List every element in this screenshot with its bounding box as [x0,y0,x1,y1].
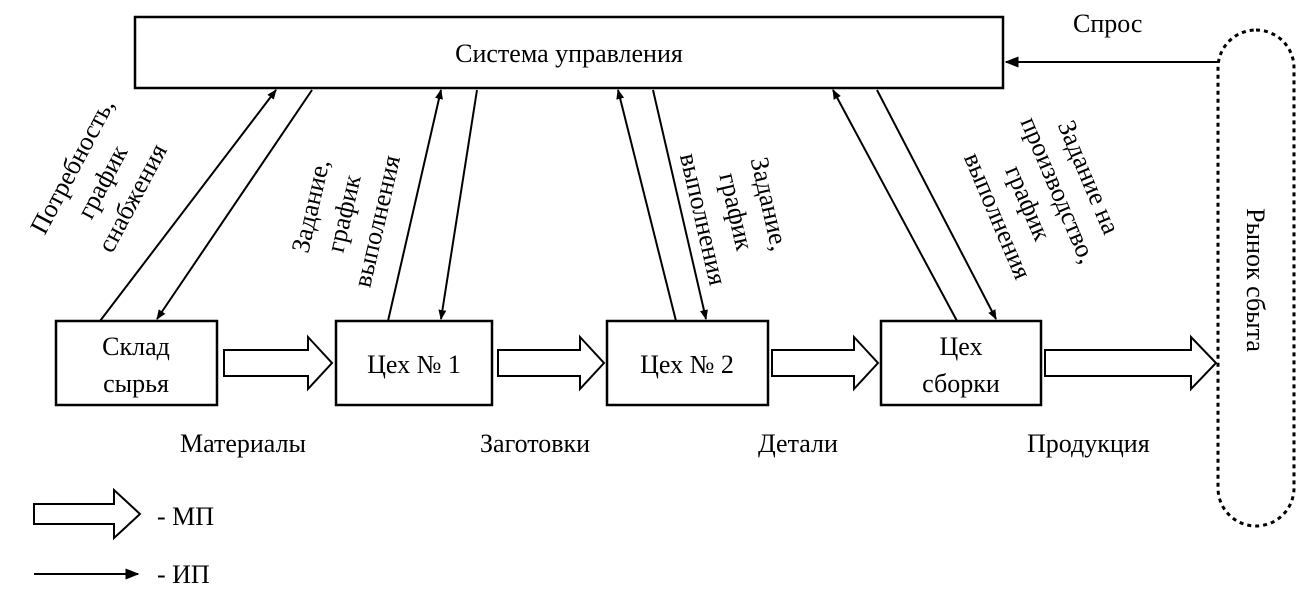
info-arrow-warehouse-up [99,89,277,322]
warehouse-label-line1: Склад [102,332,170,361]
info-arrow-shop2-down [652,89,708,320]
material-flow-arrow-products [1044,334,1218,392]
assembly-label-line2: сборки [922,369,1000,398]
shop1-box [334,319,494,407]
info-arrow-assembly-down [876,89,997,320]
info-label-assembly: Задание на производство, график выполнен… [958,112,1126,283]
info-arrow-shop2-up [616,89,677,322]
flow-label-blanks: Заготовки [480,429,590,458]
warehouse-box [54,319,219,407]
info-arrow-shop1-down [438,89,478,320]
info-label-shop1: Задание, график выполнения [286,152,406,290]
legend-material-flow-arrow [33,487,142,541]
flow-label-parts: Детали [758,429,838,458]
info-label-warehouse: Потребность, график снабжения [24,93,173,257]
market-box [1216,28,1296,528]
info-arrow-assembly-up [832,89,958,322]
assembly-label-line1: Цех [940,332,983,361]
info-arrow-shop1-up [387,89,443,322]
shop2-label: Цех № 2 [640,350,734,379]
material-flow-arrow-parts [771,334,880,392]
demand-label: Спрос [1073,9,1142,38]
assembly-box [879,319,1043,407]
control-system-label: Система управления [455,39,683,68]
legend-material-flow-label: - МП [157,502,214,531]
info-arrow-warehouse-down [156,89,313,320]
shop2-box [605,319,770,407]
warehouse-label-line2: сырья [103,369,169,398]
material-flow-arrow-blanks [497,334,606,392]
shop1-label: Цех № 1 [367,350,461,379]
control-system-box [133,15,1005,90]
flow-label-products: Продукция [1027,429,1150,458]
material-flow-arrow-materials [223,334,334,392]
flow-label-materials: Материалы [180,429,306,458]
legend-info-flow-label: - ИП [157,560,210,589]
market-label: Рынок сбыта [1241,208,1270,352]
